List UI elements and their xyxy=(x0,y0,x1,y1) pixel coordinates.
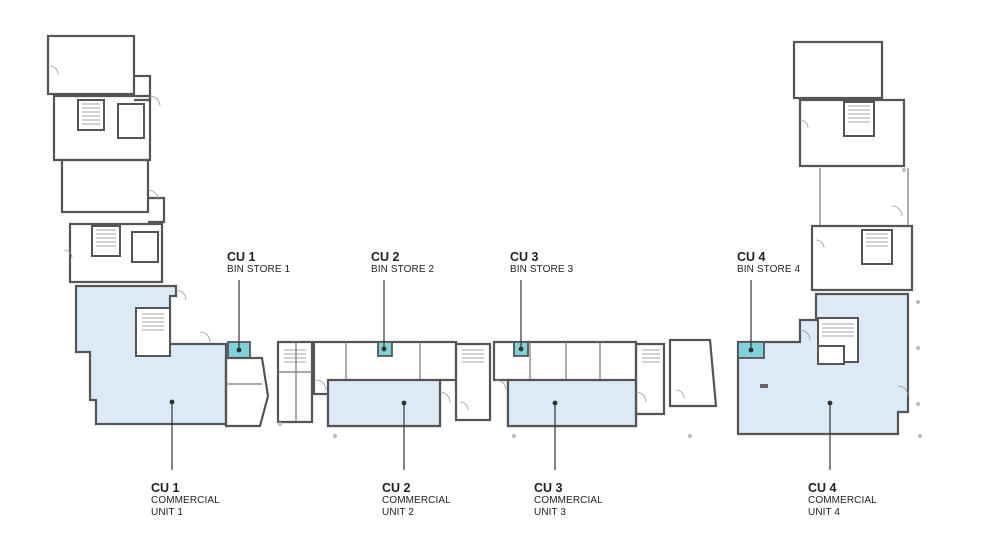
right-wing-upper xyxy=(792,40,914,292)
unit-1-title: CU 1 xyxy=(151,481,180,495)
pin-bin-4 xyxy=(748,347,754,353)
block-cu3 xyxy=(492,338,718,428)
site-points xyxy=(278,168,922,438)
commercial-unit-2-label: CU 2 COMMERCIAL UNIT 2 xyxy=(382,481,451,518)
commercial-unit-3-label: CU 3 COMMERCIAL UNIT 3 xyxy=(534,481,603,518)
commercial-unit-1 xyxy=(74,284,228,426)
bin-store-2-sub: BIN STORE 2 xyxy=(371,264,435,276)
commercial-unit-4 xyxy=(736,292,910,436)
bin-store-1-title: CU 1 xyxy=(227,250,256,264)
unit-3-line2: UNIT 3 xyxy=(534,506,567,518)
bin-store-3-title: CU 3 xyxy=(510,250,539,264)
unit-2-title: CU 2 xyxy=(382,481,411,495)
pin-bin-3 xyxy=(518,346,524,352)
commercial-unit-4-label: CU 4 COMMERCIAL UNIT 4 xyxy=(808,481,877,518)
commercial-unit-1-label: CU 1 COMMERCIAL UNIT 1 xyxy=(151,481,220,518)
pin-bin-1 xyxy=(236,347,242,353)
bin-store-4-label: CU 4 BIN STORE 4 xyxy=(737,250,800,276)
block-cu2 xyxy=(276,340,492,428)
unit-3-title: CU 3 xyxy=(534,481,563,495)
bin-store-3-label: CU 3 BIN STORE 3 xyxy=(510,250,573,276)
unit-3-line1: COMMERCIAL xyxy=(534,495,603,507)
bin-store-1 xyxy=(224,341,270,428)
bin-store-4-title: CU 4 xyxy=(737,250,766,264)
unit-1-line1: COMMERCIAL xyxy=(151,495,220,507)
unit-4-line1: COMMERCIAL xyxy=(808,495,877,507)
unit-4-title: CU 4 xyxy=(808,481,837,495)
pin-bin-2 xyxy=(381,346,387,352)
unit-4-line2: UNIT 4 xyxy=(808,506,841,518)
bin-store-2-label: CU 2 BIN STORE 2 xyxy=(371,250,434,276)
bin-leaders xyxy=(236,280,754,353)
bin-store-3-sub: BIN STORE 3 xyxy=(510,264,574,276)
unit-leaders xyxy=(169,399,833,470)
bin-store-2-title: CU 2 xyxy=(371,250,400,264)
bin-store-4-sub: BIN STORE 4 xyxy=(737,264,801,276)
left-wing-upper xyxy=(46,34,166,284)
unit-2-line1: COMMERCIAL xyxy=(382,495,451,507)
unit-2-line2: UNIT 2 xyxy=(382,506,415,518)
unit-1-line2: UNIT 1 xyxy=(151,506,184,518)
bin-store-1-sub: BIN STORE 1 xyxy=(227,264,291,276)
bin-store-1-label: CU 1 BIN STORE 1 xyxy=(227,250,290,276)
